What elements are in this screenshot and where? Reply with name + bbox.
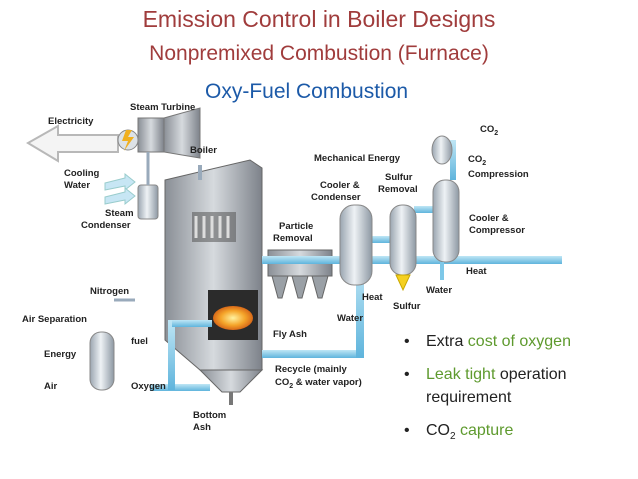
label-energy: Energy: [44, 349, 77, 360]
label-cooler-compressor-1: Cooler &: [469, 213, 509, 224]
label-particle-removal-2: Removal: [273, 233, 313, 244]
bullet-item: • CO2 capture: [400, 419, 635, 448]
air-separation-unit: [89, 298, 135, 391]
label-steam-turbine: Steam Turbine: [130, 102, 195, 113]
bullet-dot-icon: •: [404, 422, 410, 439]
cooler-condenser: [339, 204, 373, 286]
cooler-compressor: [431, 135, 460, 280]
cooling-water-arrows: [104, 172, 136, 206]
title-line-1: Emission Control in Boiler Designs: [142, 6, 496, 32]
label-sulfur: Sulfur: [393, 301, 421, 312]
label-co2-compression-2: Compression: [468, 169, 529, 180]
sulfur-removal: [389, 204, 417, 292]
label-cooling-water-2: Water: [64, 180, 90, 191]
label-air: Air: [44, 381, 58, 392]
label-air-separation: Air Separation: [22, 314, 87, 325]
label-cooler-condenser-2: Condenser: [311, 192, 361, 203]
label-steam-condenser-2: Condenser: [81, 220, 131, 231]
label-particle-removal-1: Particle: [279, 221, 313, 232]
steam-condenser: [137, 152, 159, 220]
title-line-2: Nonpremixed Combustion (Furnace): [149, 42, 489, 65]
label-co2-top: CO2: [480, 124, 498, 137]
bullet-dot-icon: •: [404, 366, 410, 383]
electricity-arrow: [26, 124, 119, 163]
label-water-mid: Water: [337, 313, 363, 324]
label-sulfur-removal-2: Removal: [378, 184, 418, 195]
lightning-icon: [122, 130, 134, 151]
bullet-item: • Extra cost of oxygen: [400, 330, 635, 353]
bullet-item: • Leak tight operation requirement: [400, 363, 635, 409]
label-steam-condenser-1: Steam: [105, 208, 134, 219]
label-fuel: fuel: [131, 336, 148, 347]
label-electricity: Electricity: [48, 116, 94, 127]
bullet-list: • Extra cost of oxygen • Leak tight oper…: [400, 330, 635, 458]
label-oxygen: Oxygen: [131, 381, 166, 392]
label-co2-compression-1: CO2: [468, 154, 486, 167]
label-nitrogen: Nitrogen: [90, 286, 129, 297]
label-boiler: Boiler: [190, 145, 217, 156]
label-cooler-compressor-2: Compressor: [469, 225, 525, 236]
label-cooling-water-1: Cooling: [64, 168, 100, 179]
title-line-3: Oxy-Fuel Combustion: [205, 80, 409, 103]
label-mechanical-energy: Mechanical Energy: [314, 153, 401, 164]
label-recycle-2: CO2 & water vapor): [275, 377, 362, 390]
label-cooler-condenser-1: Cooler &: [320, 180, 360, 191]
label-bottom-ash-2: Ash: [193, 422, 211, 433]
label-heat-right: Heat: [466, 266, 487, 277]
label-fly-ash: Fly Ash: [273, 329, 307, 340]
label-recycle-1: Recycle (mainly: [275, 364, 348, 375]
label-heat-mid: Heat: [362, 292, 383, 303]
sulfur-drop: [395, 274, 411, 292]
label-sulfur-removal-1: Sulfur: [385, 172, 413, 183]
boiler: [164, 159, 264, 405]
steam-turbine: [117, 107, 201, 159]
flame: [213, 306, 253, 330]
bullet-dot-icon: •: [404, 333, 410, 350]
label-bottom-ash-1: Bottom: [193, 410, 226, 421]
label-water-right: Water: [426, 285, 452, 296]
